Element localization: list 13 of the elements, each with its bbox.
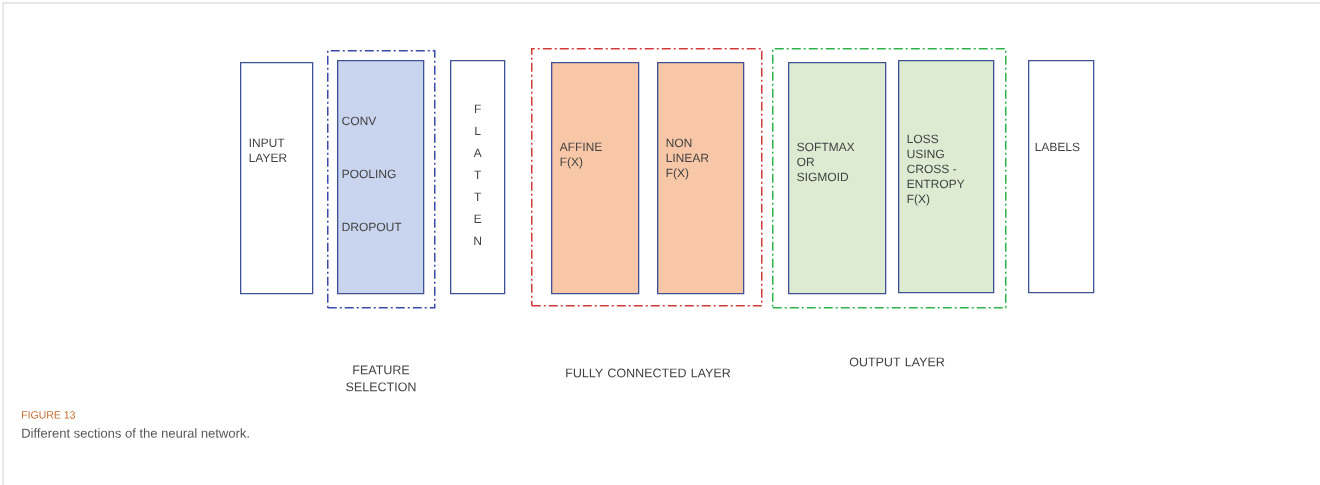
layer-box: F L A T T E N: [450, 60, 506, 295]
group-heading: OUTPUT LAYER: [849, 357, 945, 367]
layer-box: INPUT LAYER: [240, 62, 314, 295]
layer-box: LABELS: [1028, 60, 1095, 294]
layer-box: AFFINE F(X): [551, 62, 640, 295]
layer-box: SOFTMAX OR SIGMOID: [788, 62, 887, 295]
figure-number: FIGURE 13: [22, 411, 75, 419]
caption: Different sections of the neural network.: [22, 428, 249, 438]
group-heading: FULLY CONNECTED LAYER: [566, 368, 731, 378]
layer-box: CONV POOLING DROPOUT: [337, 60, 425, 295]
layer-box: LOSS USING CROSS - ENTROPY F(X): [898, 60, 995, 294]
group-heading: FEATURE SELECTION: [346, 365, 416, 392]
layer-box: NON LINEAR F(X): [657, 62, 745, 295]
